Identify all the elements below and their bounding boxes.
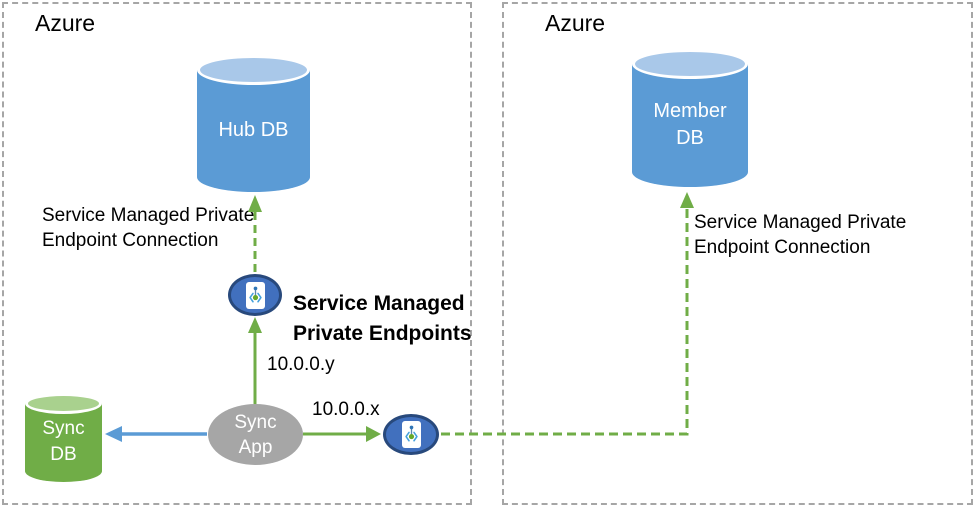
left-connection-line2: Endpoint Connection (42, 230, 219, 251)
region-title-right: Azure (545, 10, 606, 36)
region-title-left: Azure (35, 10, 96, 36)
sync-db-label-line1: Sync (42, 417, 85, 439)
endpoints-heading-line1: Service Managed (293, 292, 465, 315)
sync-db-label-line2: DB (50, 443, 77, 465)
cylinder-body (632, 64, 748, 187)
right-connection-line1: Service Managed Private (694, 212, 907, 233)
ip-label-y: 10.0.0.y (267, 354, 335, 375)
member-db-label-line1: Member (653, 100, 727, 122)
endpoints-heading-line2: Private Endpoints (293, 322, 472, 345)
sync-app-label-line2: App (238, 436, 273, 458)
private-endpoint-glyph (401, 421, 421, 448)
sync-app-label-line1: Sync (234, 411, 277, 433)
hub-db-label: Hub DB (218, 119, 289, 141)
cylinder-top (632, 49, 748, 79)
hub-db-cylinder: Hub DB (197, 55, 310, 192)
left-connection-line1: Service Managed Private (42, 205, 255, 226)
private-endpoint-glyph (245, 281, 265, 309)
cylinder-top (197, 55, 310, 85)
right-connection-label: Service Managed Private Endpoint Connect… (694, 210, 906, 260)
sync-db-cylinder: Sync DB (25, 393, 102, 482)
private-endpoint-icon (383, 414, 439, 455)
member-db-cylinder: Member DB (632, 49, 748, 187)
sync-app-node: Sync App (208, 404, 303, 465)
cylinder-body (197, 70, 310, 192)
cylinder-top (25, 393, 102, 414)
ip-label-x: 10.0.0.x (312, 399, 380, 420)
right-connection-line2: Endpoint Connection (694, 237, 871, 258)
endpoints-heading: Service Managed Private Endpoints (293, 289, 472, 349)
cylinder-body (25, 403, 102, 482)
member-db-label-line2: DB (676, 127, 704, 149)
private-endpoint-icon (228, 274, 282, 316)
left-connection-label: Service Managed Private Endpoint Connect… (42, 203, 254, 253)
